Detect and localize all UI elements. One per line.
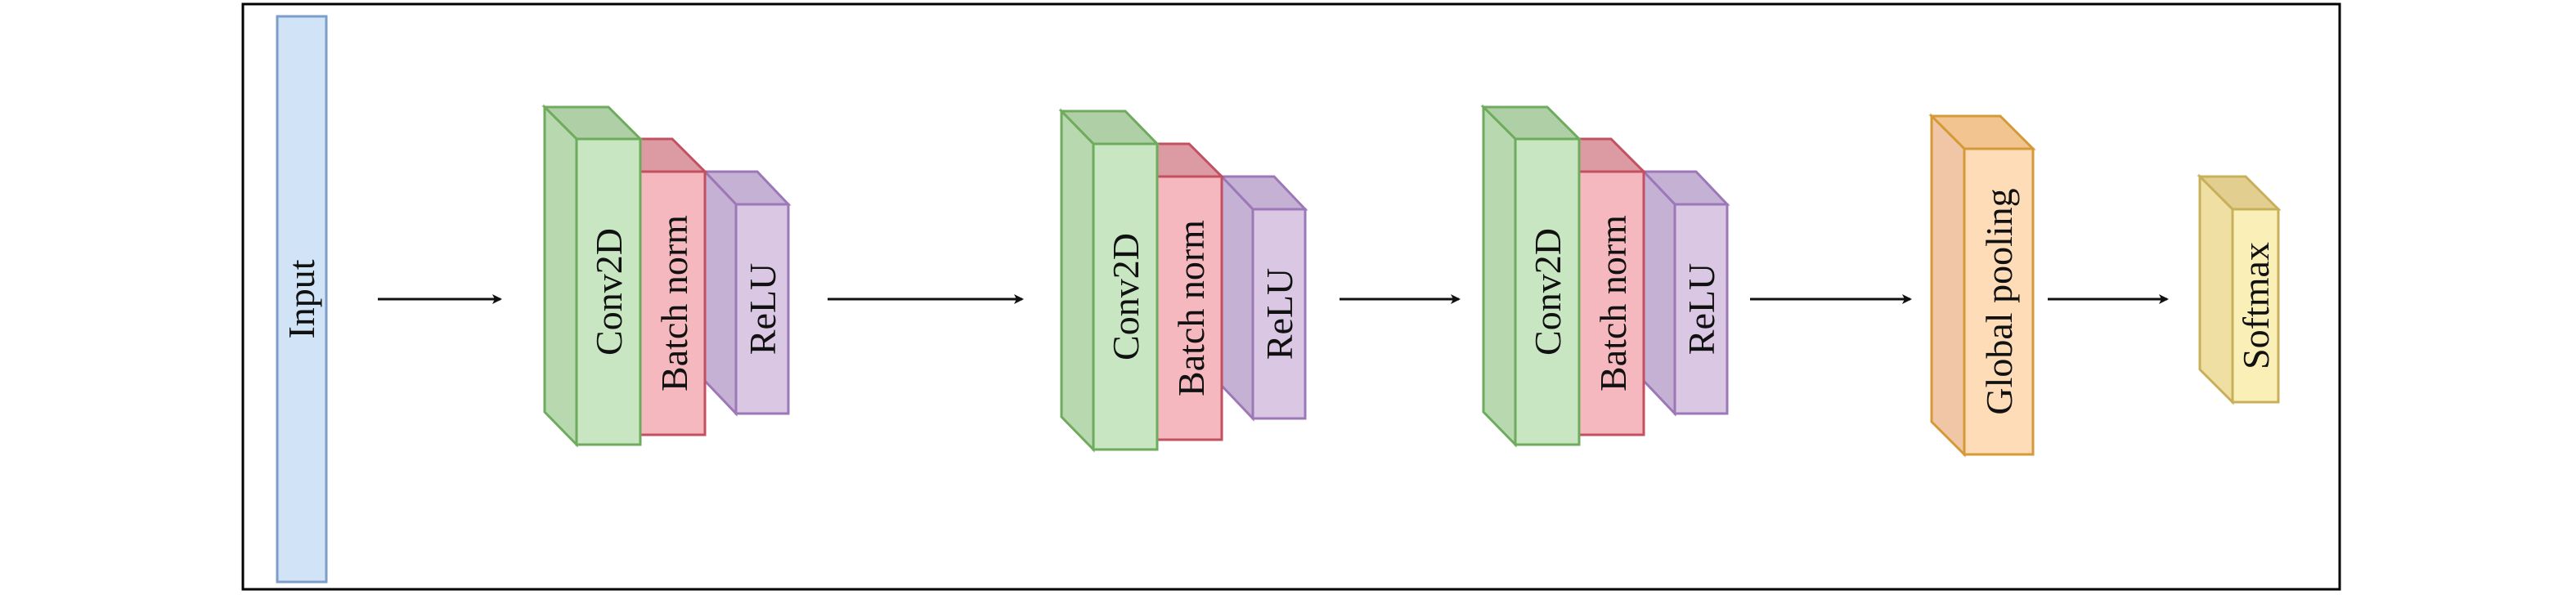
batch-norm-box-top <box>639 137 708 173</box>
input-label: Input <box>280 259 322 338</box>
softmax-box <box>2231 208 2280 404</box>
relu-label: ReLU <box>1681 263 1722 355</box>
input-bar <box>276 15 328 584</box>
relu-box-side <box>703 168 738 417</box>
batch-norm-label: Batch norm <box>1170 220 1212 396</box>
relu-box-side <box>1642 168 1676 417</box>
softmax-box-side <box>2198 173 2234 405</box>
batch-norm-label: Batch norm <box>653 215 695 391</box>
softmax-layer: Softmax <box>2197 173 2282 405</box>
batch-norm-box-top <box>1156 142 1225 178</box>
diagram-frame <box>241 2 2341 591</box>
conv2d-label: Conv2D <box>588 228 630 356</box>
conv2d-box-side <box>543 104 578 448</box>
relu-label: ReLU <box>742 263 783 355</box>
conv2d-label: Conv2D <box>1105 233 1147 360</box>
batch-norm-box-top <box>1577 137 1647 173</box>
global-pooling-label: Global pooling <box>1978 188 2020 414</box>
conv2d-box <box>1514 137 1581 446</box>
relu-box-side <box>1220 173 1254 422</box>
conv-block-1: ReLU Batch norm Conv2D <box>541 104 792 448</box>
conv-block-2: ReLU Batch norm Conv2D <box>1058 108 1308 453</box>
global-pooling-box <box>1963 147 2035 456</box>
conv2d-label: Conv2D <box>1527 228 1568 356</box>
batch-norm-box <box>639 170 707 436</box>
relu-box <box>734 203 790 415</box>
relu-box <box>1673 203 1729 415</box>
batch-norm-box <box>1156 175 1223 441</box>
global-pooling-layer: Global pooling <box>1928 113 2036 458</box>
batch-norm-label: Batch norm <box>1592 215 1634 391</box>
global-pooling-box-side <box>1930 113 1966 458</box>
conv2d-box <box>1092 142 1159 451</box>
softmax-label: Softmax <box>2235 242 2277 369</box>
conv2d-box-side <box>1060 108 1095 453</box>
conv2d-box-side <box>1482 104 1517 448</box>
relu-label: ReLU <box>1259 268 1300 360</box>
input-layer: Input <box>276 15 328 584</box>
conv-block-3: ReLU Batch norm Conv2D <box>1480 104 1730 448</box>
relu-box <box>1251 208 1307 420</box>
conv2d-box <box>575 137 642 446</box>
